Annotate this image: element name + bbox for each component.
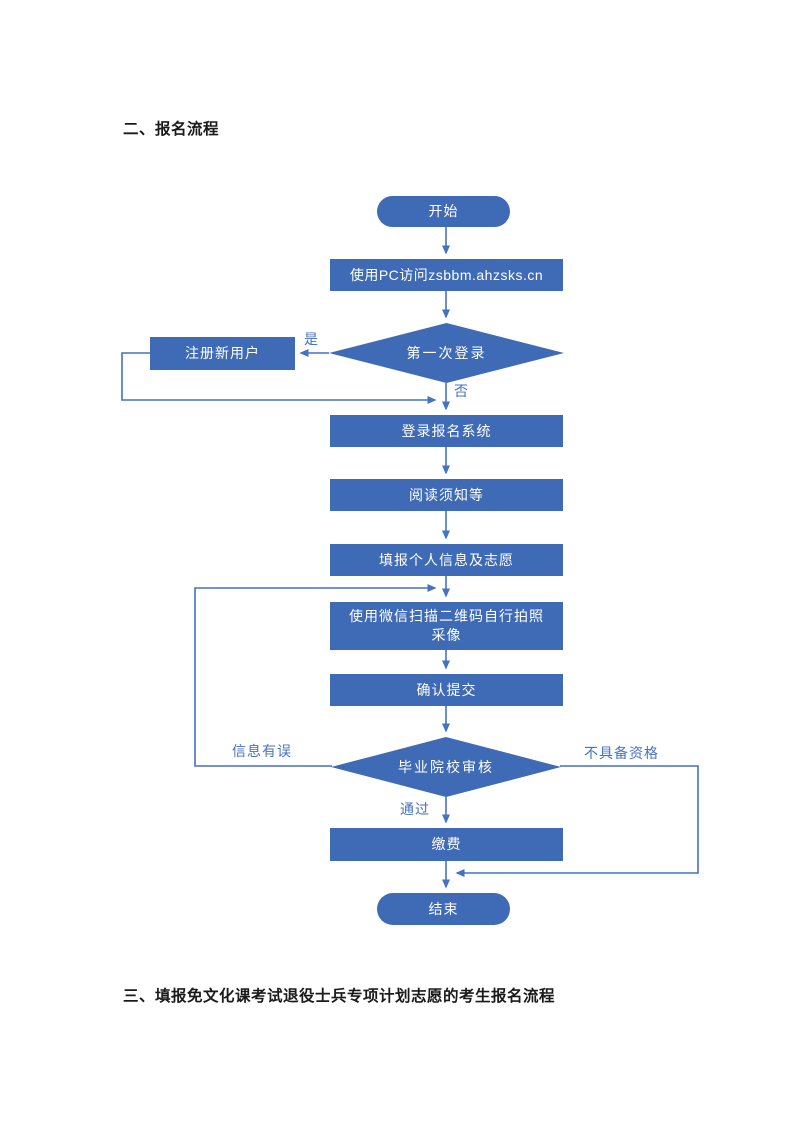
edge-register-loop [121, 352, 437, 404]
process-register-new-user: 注册新用户 [150, 337, 295, 370]
process-read-notice: 阅读须知等 [330, 479, 563, 511]
edge-infoerror-loop [194, 584, 437, 767]
process-confirm-submit: 确认提交 [330, 674, 563, 706]
edge-label-no: 否 [454, 383, 469, 399]
section2-heading: 二、报名流程 [123, 121, 220, 138]
process-visit-site: 使用PC访问zsbbm.ahzsks.cn [330, 259, 563, 291]
edge-notqualified-loop [455, 765, 699, 877]
edge-label-pass: 通过 [400, 801, 430, 817]
end-node: 结束 [377, 893, 510, 925]
edge-label-yes: 是 [304, 331, 319, 347]
start-node: 开始 [377, 196, 510, 227]
process-scan-qrcode: 使用微信扫描二维码自行拍照采像 [330, 602, 563, 650]
edge-label-info-error: 信息有误 [232, 743, 292, 759]
process-pay-fee: 缴费 [330, 828, 563, 861]
process-scan-qrcode-label: 使用微信扫描二维码自行拍照采像 [349, 608, 544, 643]
section3-heading: 三、填报免文化课考试退役士兵专项计划志愿的考生报名流程 [123, 988, 556, 1005]
edge-label-not-qualified: 不具备资格 [584, 745, 659, 761]
process-login-system: 登录报名系统 [330, 415, 563, 447]
process-fill-info: 填报个人信息及志愿 [330, 544, 563, 576]
